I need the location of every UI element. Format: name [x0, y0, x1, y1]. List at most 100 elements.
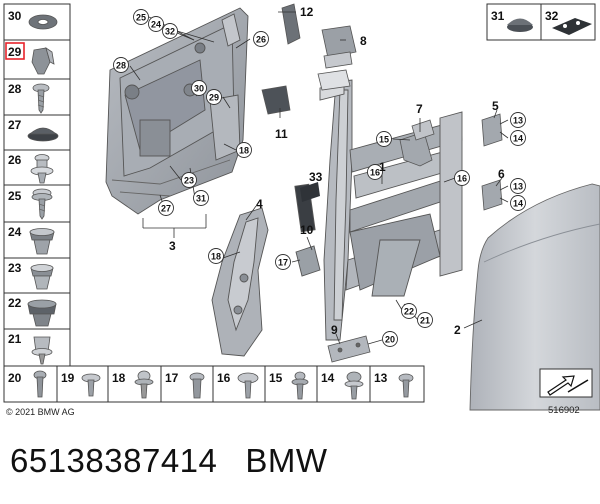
callout-circle [133, 9, 149, 25]
callout-21: 21 [420, 316, 430, 326]
label-12: 12 [300, 5, 314, 19]
label-1: 1 [379, 160, 386, 174]
bolt-part-15 [291, 371, 309, 400]
item-number-13: 13 [374, 371, 388, 385]
item-number-27: 27 [8, 118, 22, 132]
bolt-part-20 [33, 370, 47, 398]
label-7: 7 [416, 102, 423, 116]
callout-26: 26 [256, 35, 266, 45]
label-2: 2 [454, 323, 461, 337]
bolt-part-14 [344, 371, 364, 400]
callout-31: 31 [196, 194, 206, 204]
callout-28: 28 [116, 61, 126, 71]
highlight-box-29 [5, 42, 25, 60]
callout-circle [158, 200, 174, 216]
hinge-bracket-part [399, 113, 503, 211]
clip-part [31, 47, 55, 75]
parts-diagram: 30 29 28 27 26 25 24 23 22 21 [3, 3, 600, 417]
plug-part-31 [507, 18, 533, 32]
brand-name: BMW [245, 442, 328, 479]
callout-circle [208, 248, 224, 264]
callout-circle [417, 312, 433, 328]
callout-17: 17 [278, 258, 288, 268]
item-number-19: 19 [61, 371, 75, 385]
callout-32: 32 [165, 27, 175, 37]
view-direction-arrow-icon [539, 368, 593, 398]
rivet-part-21 [31, 336, 53, 365]
diagram-reference-id: 516902 [548, 405, 580, 416]
bottom-row-grid [3, 365, 425, 403]
callout-30: 30 [194, 84, 204, 94]
label-33: 33 [309, 170, 323, 184]
left-column-parts [27, 14, 59, 365]
plug-part-27 [27, 127, 59, 142]
callout-circle [401, 303, 417, 319]
grommet-ring-part [28, 14, 58, 30]
callout-circle [510, 178, 526, 194]
label-4: 4 [256, 197, 263, 211]
item-number-29: 29 [8, 45, 22, 59]
plain-labels: 12 8 11 3 4 33 7 1 5 6 10 9 2 [169, 5, 505, 337]
item-number-18: 18 [112, 371, 126, 385]
item-number-21: 21 [8, 332, 22, 346]
callout-circle [113, 57, 129, 73]
item-number-16: 16 [217, 371, 231, 385]
callout-circle [193, 190, 209, 206]
callout-18: 18 [239, 146, 249, 156]
expansion-nut-part-23 [30, 264, 54, 290]
bolt-part-17 [189, 372, 205, 399]
seal-pad-part-32 [552, 18, 592, 35]
item-number-25: 25 [8, 189, 22, 203]
callout-circle [181, 172, 197, 188]
callout-24: 24 [151, 20, 161, 30]
callout-circle [376, 131, 392, 147]
seal-channel-part [211, 207, 269, 357]
item-number-32: 32 [545, 9, 559, 23]
callout-circle [510, 112, 526, 128]
item-number-26: 26 [8, 153, 22, 167]
left-column-numbers: 30 29 28 27 26 25 24 23 22 21 [8, 9, 22, 346]
label-11: 11 [275, 127, 288, 141]
label-9: 9 [331, 323, 338, 337]
item-number-22: 22 [8, 296, 22, 310]
callout-14: 14 [513, 134, 523, 144]
part-title: 65138387414 BMW [10, 442, 328, 480]
label-8: 8 [360, 34, 367, 48]
callout-25: 25 [136, 13, 146, 23]
screw-part-25 [31, 188, 53, 220]
callout-20: 20 [385, 335, 395, 345]
callout-23: 23 [184, 176, 194, 186]
bolt-part-18 [134, 370, 154, 399]
item-number-14: 14 [321, 371, 335, 385]
top-right-box: 31 32 [486, 3, 596, 41]
callout-13: 13 [513, 182, 523, 192]
callout-circle [454, 170, 470, 186]
callout-circle [382, 331, 398, 347]
expansion-nut-part-24 [29, 228, 55, 255]
item-number-28: 28 [8, 82, 22, 96]
pillar-structure-part [294, 79, 463, 341]
item-number-17: 17 [165, 371, 179, 385]
item-number-30: 30 [8, 9, 22, 23]
callout-circle [367, 164, 383, 180]
callout-numbers: 25 24 32 26 28 30 29 18 23 31 27 18 15 1… [116, 13, 523, 345]
callout-18: 18 [211, 252, 221, 262]
label-10: 10 [300, 223, 314, 237]
callout-circle [236, 142, 252, 158]
callout-circle [510, 130, 526, 146]
part-number: 65138387414 [10, 442, 218, 479]
clip-nut-part-22 [27, 299, 57, 327]
callout-15: 15 [379, 135, 389, 145]
bottom-row-parts [33, 370, 414, 400]
callout-22: 22 [404, 307, 414, 317]
copyright-text: © 2021 BMW AG [6, 407, 75, 417]
callout-14: 14 [513, 199, 523, 209]
bolt-part-16 [237, 372, 259, 399]
callout-circle [253, 31, 269, 47]
callout-circle [148, 16, 164, 32]
callout-circle [162, 23, 178, 39]
bolt-part-19 [81, 373, 101, 397]
label-6: 6 [498, 167, 505, 181]
item-number-23: 23 [8, 261, 22, 275]
callout-circle [275, 254, 291, 270]
